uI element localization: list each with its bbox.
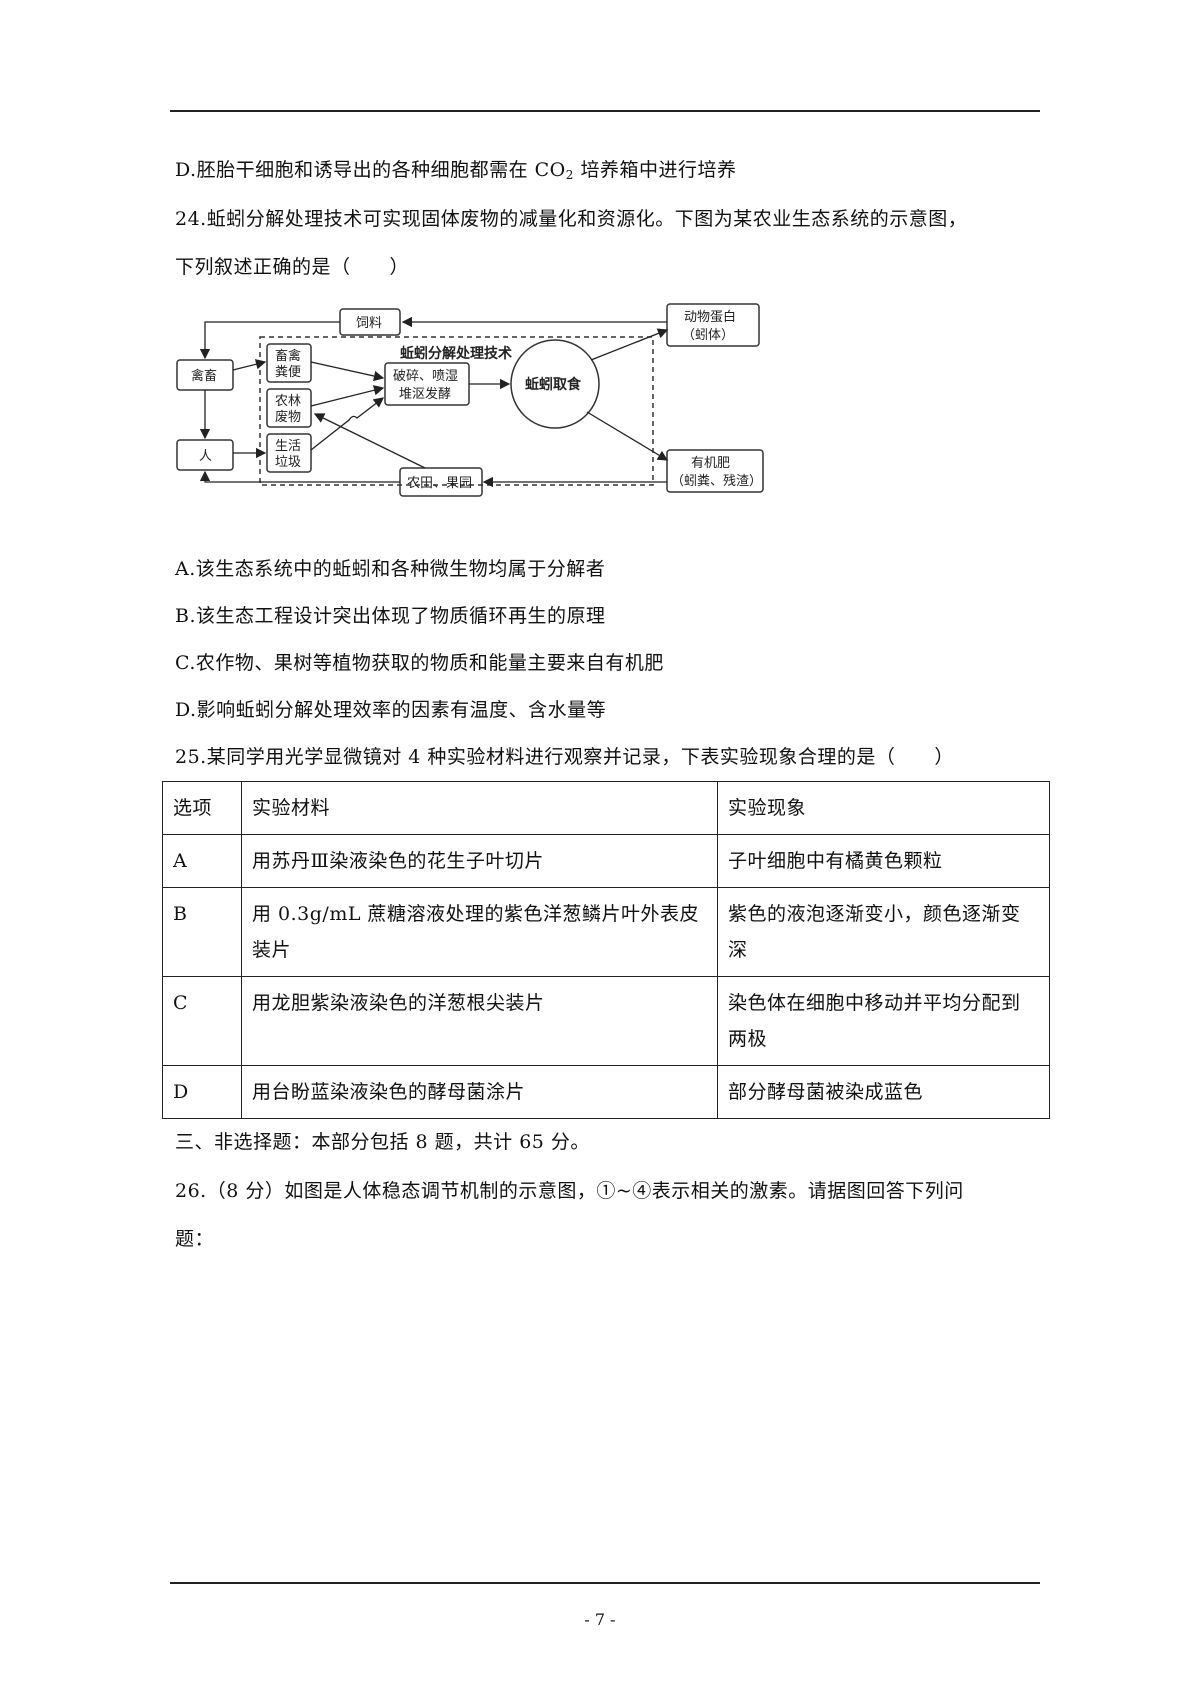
- q23-option-d: D.胚胎干细胞和诱导出的各种细胞都需在 CO2 培养箱中进行培养: [175, 159, 737, 182]
- earthworm-ecosystem-diagram: 蚯蚓分解处理技术 饲料 动物蛋白 （蚓体） 禽畜 畜禽 粪便 农林 废物 生活 …: [176, 303, 764, 497]
- row-phenomenon: 部分酵母菌被染成蓝色: [717, 1065, 1050, 1119]
- row-phenomenon: 紫色的液泡逐渐变小，颜色逐渐变深: [717, 887, 1050, 977]
- animal-protein-box: [666, 303, 760, 347]
- row-material: 用台盼蓝染液染色的酵母菌涂片: [241, 1065, 718, 1119]
- human-box: [176, 439, 234, 471]
- garbage-label-2: 垃圾: [275, 455, 301, 470]
- process-label-2: 堆沤发酵: [399, 386, 451, 402]
- table-header-row: 选项 实验材料 实验现象: [162, 781, 1050, 835]
- page-number: - 7 -: [584, 1610, 616, 1629]
- waste-label-2: 废物: [275, 409, 301, 425]
- arrow-manure-to-process: [310, 361, 385, 382]
- garbage-label-1: 生活: [275, 439, 301, 454]
- fertilizer-box: [666, 449, 764, 493]
- q25-stem: 25.某同学用光学显微镜对 4 种实验材料进行观察并记录，下表实验现象合理的是（…: [175, 746, 954, 768]
- row-option: A: [162, 834, 242, 888]
- q24-option-a: A.该生态系统中的蚯蚓和各种微生物均属于分解者: [175, 558, 606, 580]
- arrow-farmland-to-waste: [313, 413, 426, 469]
- fertilizer-label-1: 有机肥: [691, 456, 730, 471]
- arrow-waste-to-process: [310, 385, 385, 407]
- table-row: C 用龙胆紫染液染色的洋葱根尖装片 染色体在细胞中移动并平均分配到两极: [162, 976, 1050, 1066]
- q24-option-c: C.农作物、果树等植物获取的物质和能量主要来自有机肥: [175, 652, 664, 674]
- row-material: 用 0.3g/mL 蔗糖溶液处理的紫色洋葱鳞片叶外表皮装片: [241, 887, 718, 977]
- arrow-feed-to-livestock: [199, 321, 340, 360]
- tech-region-box: [259, 336, 654, 486]
- manure-box: [266, 343, 312, 383]
- header-option: 选项: [162, 781, 242, 835]
- garbage-box: [266, 433, 312, 473]
- feed-label: 饲料: [356, 316, 382, 331]
- earthworm-circle: [510, 339, 600, 429]
- q24-stem-line1: 24.蚯蚓分解处理技术可实现固体废物的减量化和资源化。下图为某农业生态系统的示意…: [175, 208, 968, 230]
- animal-protein-label-1: 动物蛋白: [684, 309, 736, 325]
- row-material: 用龙胆紫染液染色的洋葱根尖装片: [241, 976, 718, 1066]
- manure-label-1: 畜禽: [275, 348, 301, 364]
- section3-heading: 三、非选择题：本部分包括 8 题，共计 65 分。: [175, 1131, 590, 1153]
- arrow-garbage-to-process: [310, 397, 385, 451]
- process-label-1: 破碎、喷湿: [393, 369, 458, 384]
- arrow-earthworm-to-fertilizer: [586, 411, 669, 461]
- q26-stem-line2: 题：: [175, 1228, 215, 1250]
- q24-stem-line2: 下列叙述正确的是（ ）: [175, 256, 410, 278]
- q24-option-b: B.该生态工程设计突出体现了物质循环再生的原理: [175, 605, 606, 627]
- arrow-livestock-to-manure: [232, 359, 267, 371]
- experiment-table: 选项 实验材料 实验现象 A 用苏丹Ⅲ染液染色的花生子叶切片 子叶细胞中有橘黄色…: [162, 781, 1050, 1119]
- header-phenomenon: 实验现象: [717, 781, 1050, 835]
- earthworm-label: 蚯蚓取食: [525, 376, 582, 393]
- human-label: 人: [199, 449, 212, 464]
- row-material: 用苏丹Ⅲ染液染色的花生子叶切片: [241, 834, 718, 888]
- table-row: A 用苏丹Ⅲ染液染色的花生子叶切片 子叶细胞中有橘黄色颗粒: [162, 834, 1050, 888]
- animal-protein-label-2: （蚓体）: [682, 328, 734, 343]
- tech-title: 蚯蚓分解处理技术: [400, 345, 512, 362]
- row-option: B: [162, 887, 242, 977]
- row-phenomenon: 子叶细胞中有橘黄色颗粒: [717, 834, 1050, 888]
- table-row: D 用台盼蓝染液染色的酵母菌涂片 部分酵母菌被染成蓝色: [162, 1065, 1050, 1119]
- row-option: C: [162, 976, 242, 1066]
- q26-stem-line1: 26.（8 分）如图是人体稳态调节机制的示意图，①~④表示相关的激素。请据图回答…: [175, 1180, 964, 1202]
- q24-option-d: D.影响蚯蚓分解处理效率的因素有温度、含水量等: [175, 699, 607, 721]
- arrow-earthworm-to-protein: [590, 328, 669, 361]
- row-phenomenon: 染色体在细胞中移动并平均分配到两极: [717, 976, 1050, 1066]
- header-rule: [170, 110, 1040, 112]
- row-option: D: [162, 1065, 242, 1119]
- livestock-label: 禽畜: [191, 368, 217, 384]
- waste-label-1: 农林: [275, 394, 301, 409]
- waste-box: [266, 388, 312, 428]
- footer-rule: [170, 1582, 1040, 1584]
- fertilizer-label-2: （蚓粪、残渣）: [671, 474, 762, 489]
- arrow-farmland-to-human: [199, 470, 400, 483]
- manure-label-2: 粪便: [275, 365, 301, 380]
- header-material: 实验材料: [241, 781, 718, 835]
- farmland-label: 农田、果园: [407, 476, 472, 491]
- table-row: B 用 0.3g/mL 蔗糖溶液处理的紫色洋葱鳞片叶外表皮装片 紫色的液泡逐渐变…: [162, 887, 1050, 977]
